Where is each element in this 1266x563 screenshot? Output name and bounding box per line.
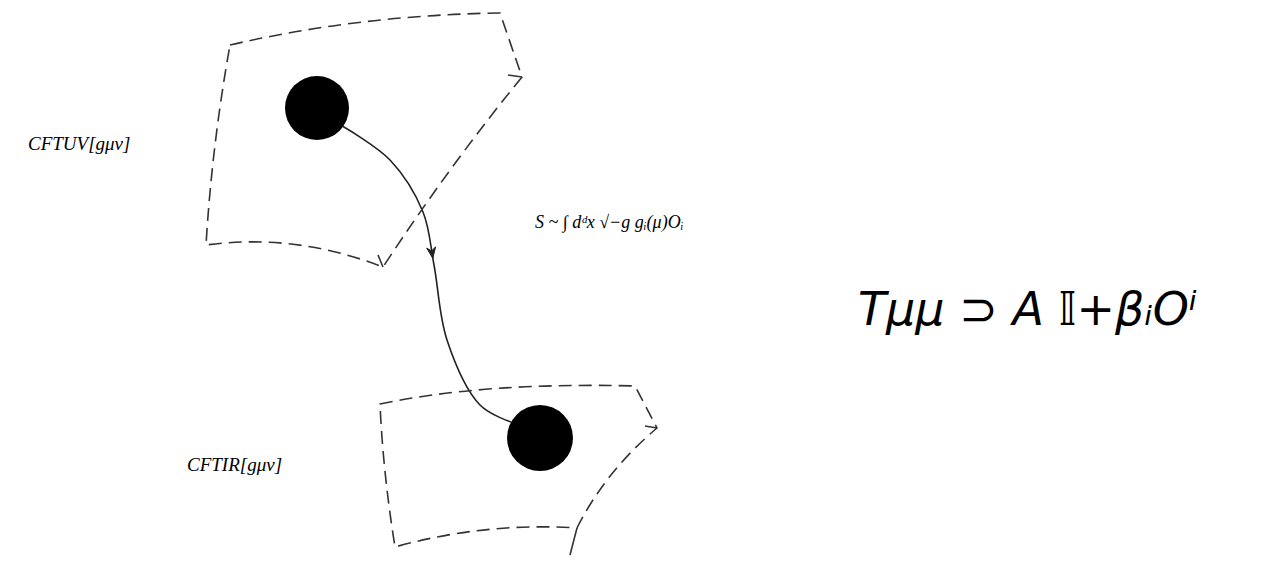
fixed-point-dot [507,405,573,471]
dashed-sheet [200,5,530,275]
fixed-point-dot [285,76,349,140]
arrowhead [427,247,436,259]
action-formula: S ~ ∫ dᵈx √−g gᵢ(μ)Oᵢ [535,212,683,234]
sheet-tick [378,75,522,267]
cft-sheet: CFTUV[gμν] [200,5,530,275]
cft-label: CFTUV[gμν] [28,133,130,156]
cft-label: CFTIR[gμν] [187,454,282,477]
dashed-sheet [365,372,665,560]
sheet-outline [380,385,657,547]
trace-anomaly-formula: Tμμ ⊃ A 𝕀+βᵢOⁱ [858,282,1197,337]
sheet-outline [206,13,522,267]
flow-connector-group [343,127,511,423]
rg-flow-arrow [343,127,511,423]
cft-sheet: CFTIR[gμν] [365,372,665,560]
sheet-tick [570,426,657,555]
